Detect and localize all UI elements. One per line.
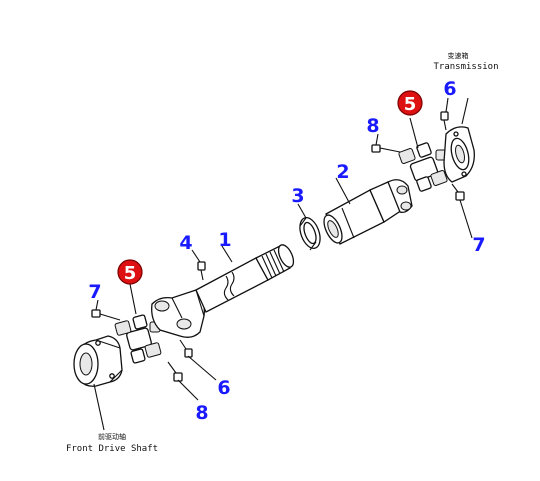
bolt-8-lower <box>167 361 183 382</box>
bolt-6-upper <box>440 111 449 131</box>
callout-4: 4 <box>179 232 192 254</box>
badge-5-upper: 5 <box>397 90 423 116</box>
transmission-label-cn: 变速箱 <box>448 51 469 60</box>
front-flange <box>73 335 123 387</box>
shaft-tube <box>323 179 413 245</box>
seal-ring <box>299 217 321 251</box>
callout-8-lower: 8 <box>195 402 208 424</box>
callout-7-lower: 7 <box>88 281 101 303</box>
bolt-6-lower <box>179 339 193 358</box>
callout-6-lower: 6 <box>217 377 230 399</box>
bolt-8-upper <box>371 144 401 153</box>
front-drive-shaft-label: Front Drive Shaft <box>66 444 158 454</box>
slip-shaft <box>195 244 295 313</box>
callout-2: 2 <box>336 161 349 183</box>
callout-7-upper: 7 <box>472 234 485 256</box>
badge-5-lower: 5 <box>117 259 143 285</box>
callout-1: 1 <box>218 229 231 251</box>
front-drive-shaft-label-cn: 前驱动轴 <box>98 432 126 441</box>
transmission-label: Transmission <box>433 62 498 72</box>
callout-3: 3 <box>291 185 304 207</box>
grease-fitting-4 <box>197 261 206 281</box>
shaft-yoke <box>151 289 205 338</box>
callout-8-upper: 8 <box>366 115 379 137</box>
badge-5-lower-label: 5 <box>124 263 137 284</box>
bolt-7-lower <box>91 309 121 321</box>
badge-5-upper-label: 5 <box>404 94 417 115</box>
bolt-7-upper <box>451 183 465 201</box>
upper-cross-joint <box>398 142 448 192</box>
leader-lines <box>93 97 473 431</box>
callout-6-upper: 6 <box>443 78 456 100</box>
transmission-flange <box>443 126 475 183</box>
